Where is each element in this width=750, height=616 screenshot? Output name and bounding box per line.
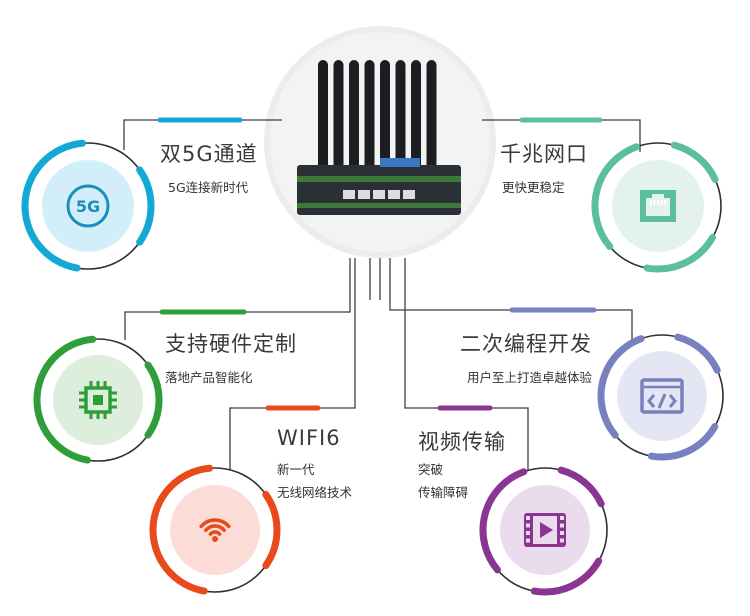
chip-icon bbox=[79, 381, 117, 419]
feature-ring-video bbox=[479, 466, 608, 596]
antenna bbox=[333, 60, 344, 170]
antenna bbox=[318, 60, 328, 170]
icon-text: 5G bbox=[76, 197, 100, 216]
antenna bbox=[364, 60, 375, 170]
icon-background bbox=[612, 160, 704, 252]
ring-accent-arc bbox=[670, 141, 719, 183]
router-image bbox=[297, 60, 461, 215]
feature-title-gigabit: 千兆网口 bbox=[500, 142, 588, 166]
code-window-icon bbox=[640, 378, 684, 414]
feature-title-wifi: WIFI6 bbox=[277, 426, 341, 450]
ring-accent-arc bbox=[647, 423, 719, 461]
feature-title-5g: 双5G通道 bbox=[160, 142, 258, 166]
ring-accent-arc bbox=[149, 464, 214, 595]
ring-accent-arc bbox=[262, 490, 281, 570]
ring-accent-arc bbox=[530, 557, 603, 596]
feature-desc-video-2: 传输障碍 bbox=[418, 485, 469, 500]
ring-accent-arc bbox=[144, 361, 163, 439]
icon-background bbox=[170, 485, 260, 575]
feature-title-hardware: 支持硬件定制 bbox=[165, 332, 297, 356]
ring-accent-arc bbox=[33, 335, 97, 464]
icon-background bbox=[617, 351, 707, 441]
ring-accent-arc bbox=[591, 143, 640, 250]
antenna bbox=[395, 60, 406, 170]
ring-accent-arc bbox=[479, 468, 528, 574]
feature-ring-hardware bbox=[33, 335, 163, 464]
antenna bbox=[426, 60, 437, 170]
wifi-icon bbox=[199, 518, 231, 542]
feature-desc-5g: 5G连接新时代 bbox=[168, 180, 249, 195]
ring-accent-arc bbox=[643, 234, 717, 273]
5g-badge-icon: 5G bbox=[66, 184, 110, 228]
feature-ring-gigabit bbox=[591, 141, 722, 273]
feature-ring-dev bbox=[597, 333, 724, 461]
ring-accent-arc bbox=[597, 335, 645, 439]
feature-desc-dev: 用户至上打造卓越体验 bbox=[466, 370, 592, 385]
feature-ring-5g: 5G bbox=[21, 139, 155, 272]
antenna bbox=[411, 60, 421, 170]
icon-background bbox=[42, 160, 134, 252]
video-film-icon bbox=[524, 513, 566, 547]
feature-title-dev: 二次编程开发 bbox=[460, 332, 592, 356]
feature-desc-hardware: 落地产品智能化 bbox=[165, 370, 253, 385]
accent-bars bbox=[157, 117, 603, 411]
antennas bbox=[318, 60, 437, 170]
feature-desc-gigabit: 更快更稳定 bbox=[502, 180, 565, 195]
ring-accent-arc bbox=[21, 139, 87, 272]
feature-desc-video-1: 突破 bbox=[418, 462, 444, 477]
feature-desc-wifi-1: 新一代 bbox=[277, 462, 315, 477]
ring-accent-arc bbox=[557, 466, 605, 508]
feature-rings: 5G bbox=[21, 139, 724, 596]
ethernet-port-icon bbox=[640, 190, 676, 222]
feature-ring-wifi bbox=[149, 464, 281, 595]
ring-accent-arc bbox=[136, 166, 155, 246]
antenna bbox=[380, 60, 390, 170]
feature-title-video: 视频传输 bbox=[418, 430, 506, 454]
antenna bbox=[349, 60, 359, 170]
feature-desc-wifi-2: 无线网络技术 bbox=[277, 485, 353, 500]
ring-accent-arc bbox=[674, 333, 721, 374]
